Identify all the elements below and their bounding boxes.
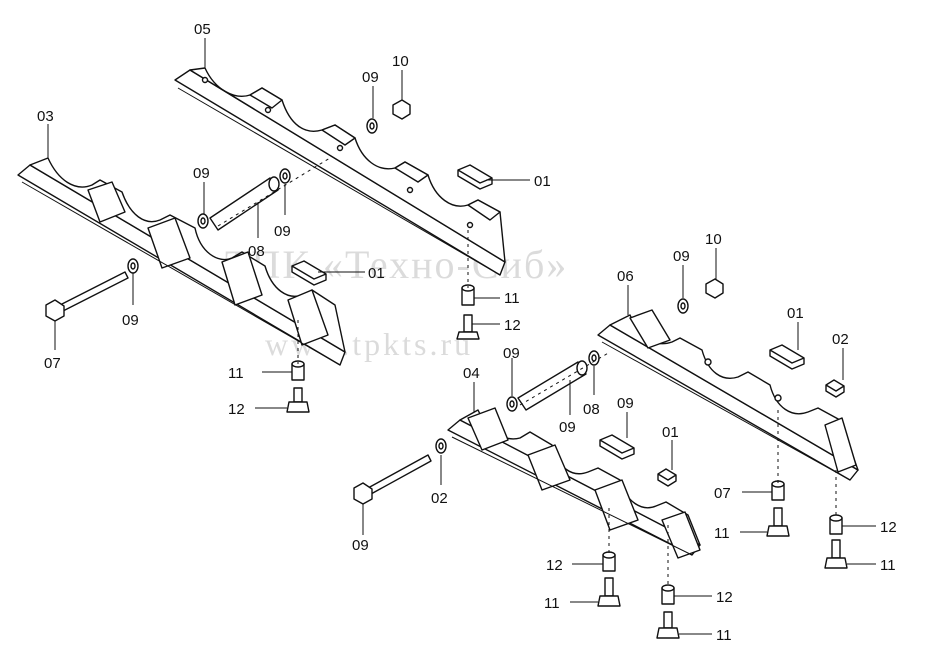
callout-09: 09 — [362, 69, 379, 86]
callout-10: 10 — [392, 53, 409, 70]
callout-12: 12 — [228, 401, 245, 418]
callout-01: 09 — [617, 395, 634, 412]
bracket-04 — [447, 407, 701, 559]
callout-09: 09 — [122, 312, 139, 329]
callout-11: 11 — [504, 290, 520, 307]
callout-11: 12 — [880, 519, 897, 536]
callout-05: 05 — [194, 21, 211, 38]
callout-09: 02 — [431, 490, 448, 507]
callout-08: 09 — [559, 419, 576, 436]
bracket-03 — [17, 157, 346, 366]
callout-01: 01 — [534, 173, 551, 190]
callout-12: 11 — [714, 525, 730, 542]
callout-02: 02 — [832, 331, 849, 348]
bracket-06 — [597, 309, 859, 481]
watermark-company: ТПК «Техно-Сиб» — [225, 242, 568, 287]
assembly-lines — [217, 157, 837, 588]
callout-08: 08 — [248, 243, 265, 260]
callout-11: 07 — [714, 485, 731, 502]
callout-11: 11 — [228, 365, 244, 382]
callout-10: 10 — [705, 231, 722, 248]
callout-09: 09 — [673, 248, 690, 265]
plates-01-02 — [291, 164, 845, 487]
callout-12: 11 — [716, 627, 732, 644]
callout-01: 01 — [368, 265, 385, 282]
callout-11: 12 — [716, 589, 733, 606]
callout-01: 01 — [787, 305, 804, 322]
callout-12: 11 — [544, 595, 560, 612]
callout-09: 08 — [583, 401, 600, 418]
callout-06: 06 — [617, 268, 634, 285]
spacers-11-bolts-12 — [286, 284, 848, 639]
callout-labels: 05 09 10 03 09 01 09 08 01 09 11 12 07 1… — [37, 21, 897, 644]
callout-12: 11 — [880, 557, 896, 574]
bolts-07 — [45, 271, 432, 505]
bracket-05 — [174, 67, 506, 276]
callout-04: 04 — [463, 365, 480, 382]
callout-11: 12 — [546, 557, 563, 574]
callout-12: 12 — [504, 317, 521, 334]
callout-09: 09 — [193, 165, 210, 182]
pin-08-left — [209, 176, 280, 231]
washers-09 — [127, 118, 689, 454]
callout-09: 09 — [503, 345, 520, 362]
leader-lines — [47, 38, 876, 635]
callout-09: 09 — [274, 223, 291, 240]
callout-07: 07 — [44, 355, 61, 372]
callout-07: 09 — [352, 537, 369, 554]
callout-02: 01 — [662, 424, 679, 441]
callout-03: 03 — [37, 108, 54, 125]
